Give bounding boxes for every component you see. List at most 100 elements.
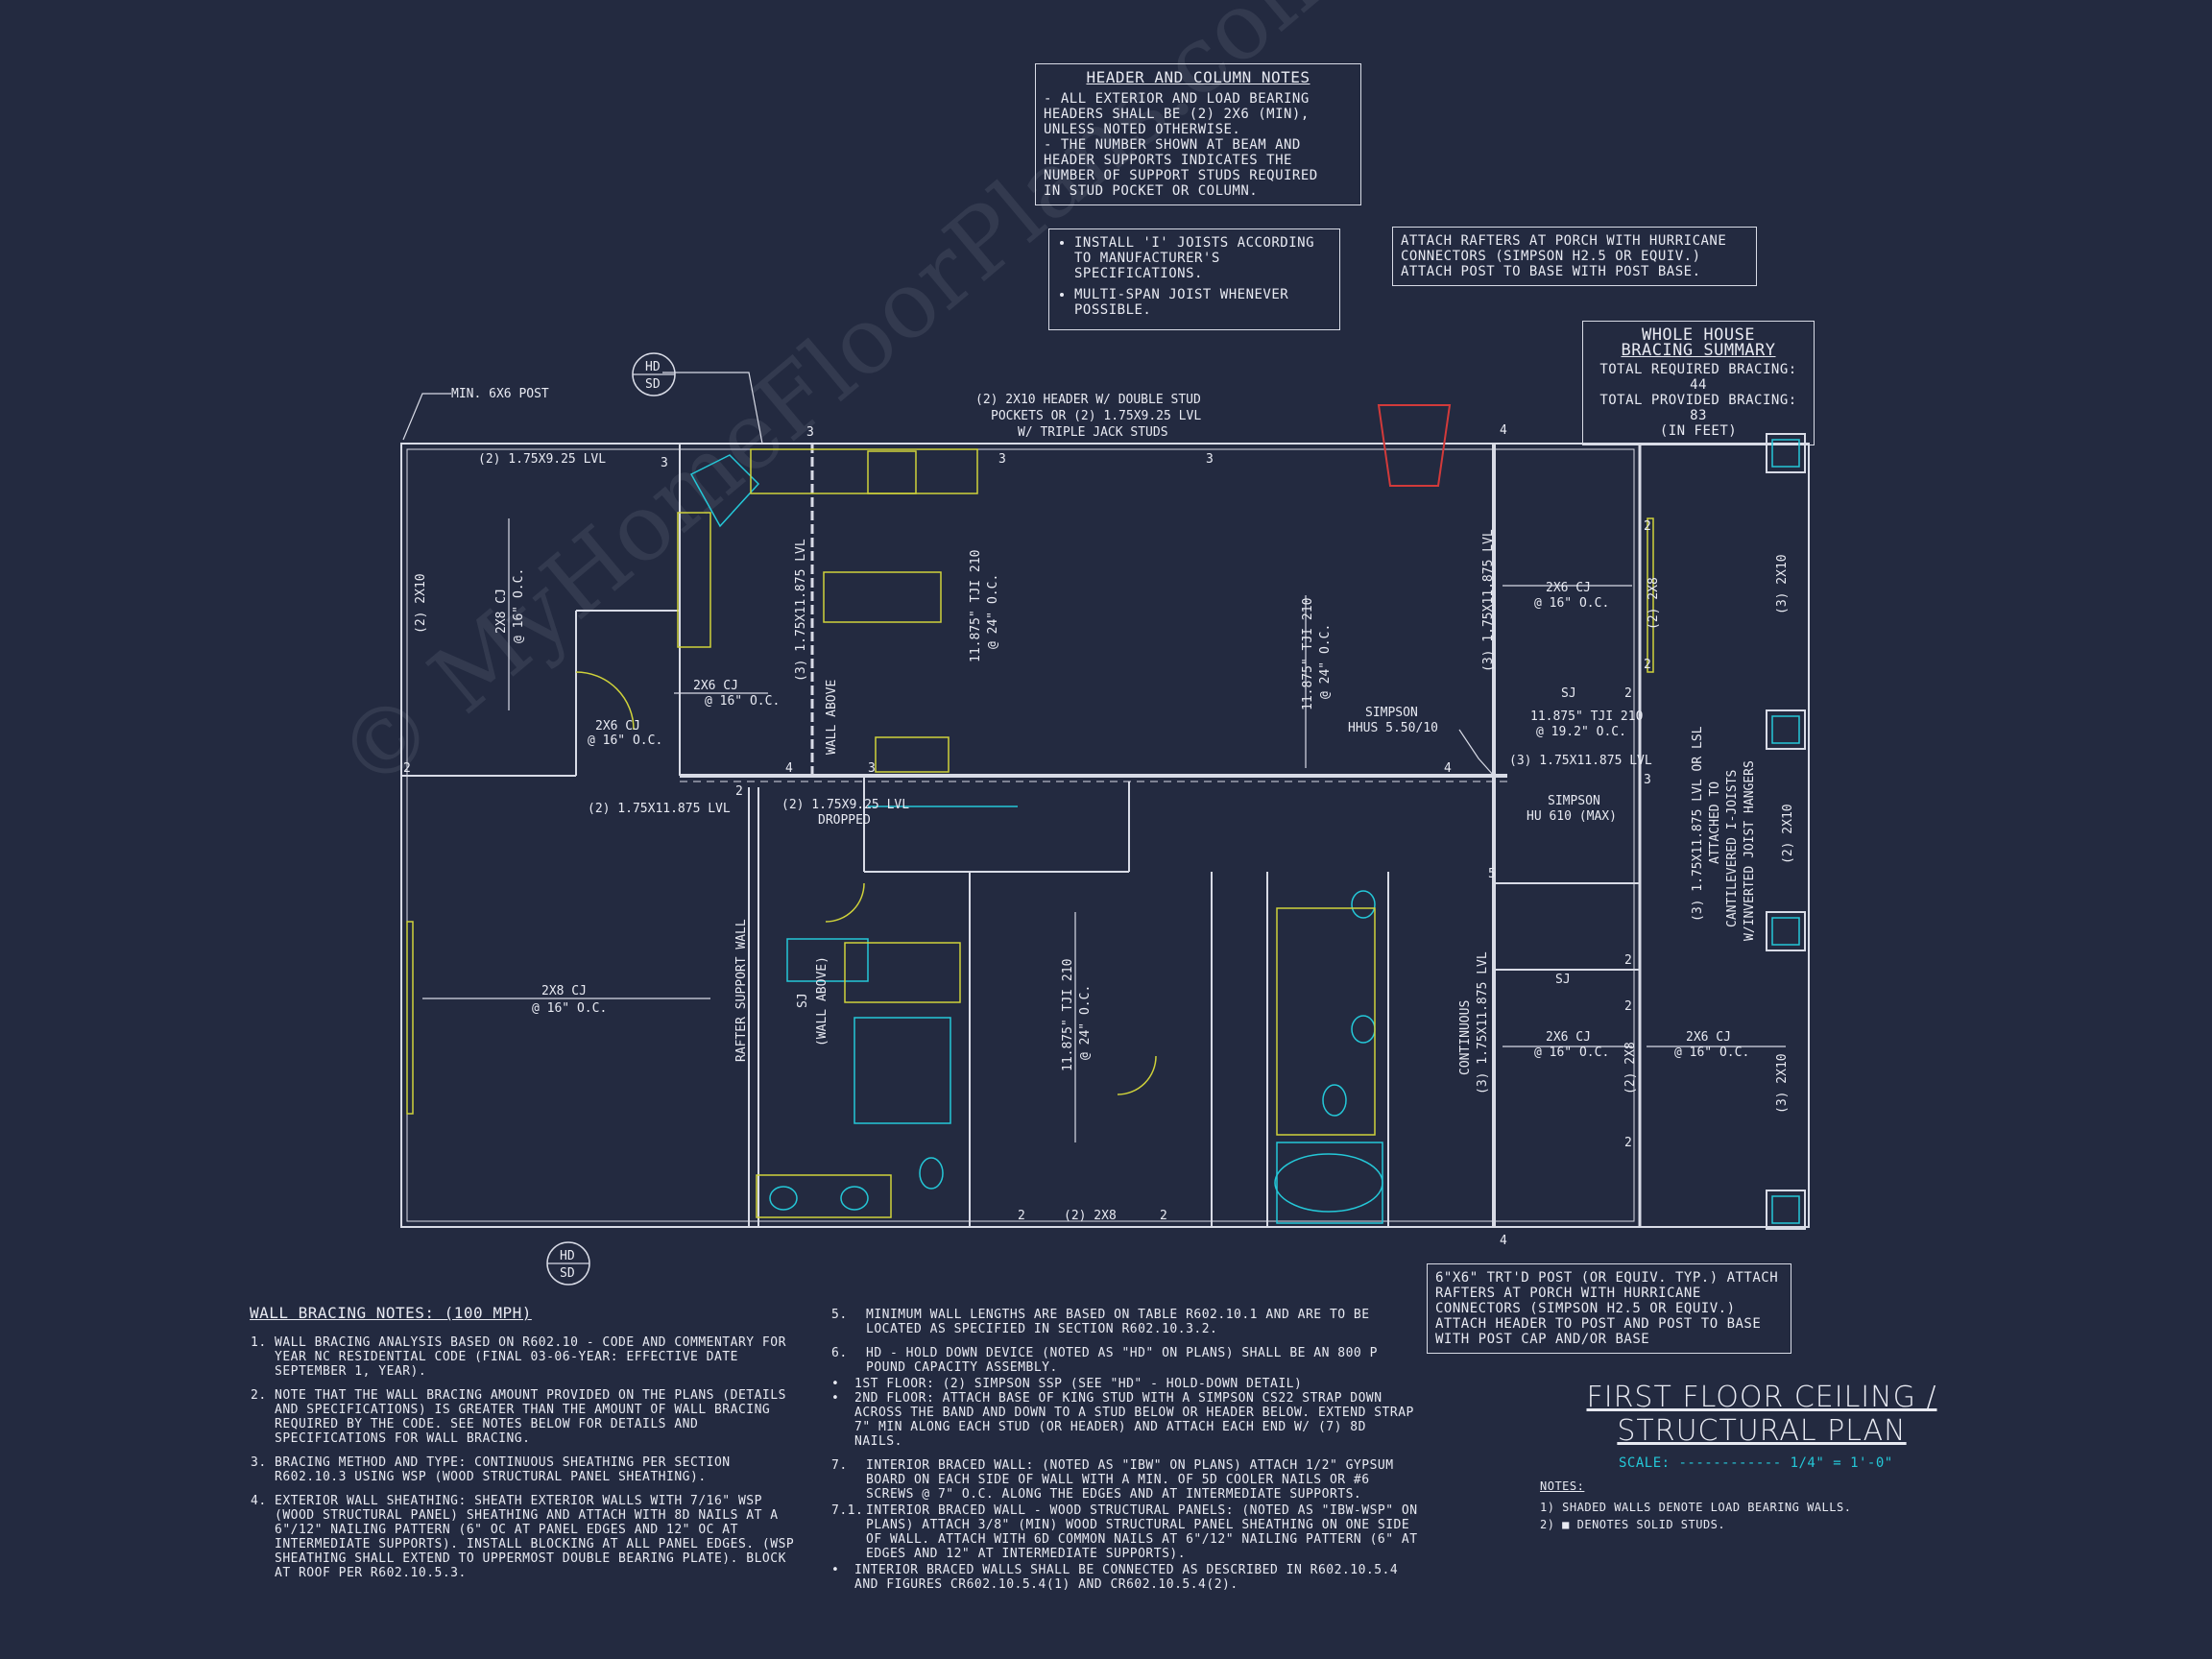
plan-label: 2x6 CJ <box>1546 581 1591 595</box>
door-swing <box>1117 1055 1157 1095</box>
wall-bracing-title: WALL BRACING NOTES: (100 MPH) <box>250 1304 532 1322</box>
plan-label: 2x6 CJ <box>595 719 640 733</box>
plan-label: 2x8 CJ <box>541 984 587 998</box>
plan-label: @ 24" O.C. <box>986 574 1000 649</box>
item-number: 7. <box>831 1458 848 1473</box>
stud-count: 4 <box>1444 761 1452 776</box>
column-base <box>1771 917 1800 946</box>
bracing-required: TOTAL REQUIRED BRACING: 44 <box>1599 362 1797 393</box>
plan-label: 2x6 CJ <box>693 679 738 693</box>
plan-label: @ 16" O.C. <box>512 568 526 643</box>
stud-count: 4 <box>1500 423 1507 438</box>
washer-dryer <box>786 938 869 982</box>
stud-count: 4 <box>1500 1234 1507 1248</box>
plan-label: @ 16" O.C. <box>1674 1046 1749 1060</box>
plan-label: @ 24" O.C. <box>1318 624 1333 699</box>
plan-label: (2) 2x10 <box>414 573 428 634</box>
plan-label: (WALL ABOVE) <box>815 956 830 1046</box>
stud-count: 3 <box>1206 452 1214 467</box>
sd-label: SD <box>560 1266 575 1281</box>
plan-label: MIN. 6x6 POST <box>451 387 549 401</box>
plan-label: DROPPED <box>818 813 871 828</box>
stud-count: 2 <box>1160 1209 1167 1223</box>
plan-label: (2) 2x10 <box>1781 804 1795 864</box>
joist-note: INSTALL 'I' JOISTS ACCORDING TO MANUFACT… <box>1074 235 1332 281</box>
plan-label: WALL ABOVE <box>825 680 839 755</box>
stud-count: 2 <box>1644 519 1651 534</box>
plan-label: 2x6 CJ <box>1546 1030 1591 1045</box>
plan-label: HU 610 (MAX) <box>1527 809 1617 824</box>
plan-label: RAFTER SUPPORT WALL <box>734 919 749 1062</box>
plan-label: 11.875" TJI 210 <box>969 550 983 662</box>
cooktop <box>867 450 917 494</box>
porch-column <box>1766 709 1806 750</box>
exterior-wall <box>400 443 1641 1228</box>
hc-line: UNLESS NOTED OTHERWISE. <box>1044 122 1241 137</box>
plan-label: (3) 1.75x11.875 LVL <box>1509 754 1652 768</box>
door-swing <box>825 882 865 923</box>
stud-count: 3 <box>1644 773 1651 787</box>
door-swing <box>575 671 635 731</box>
stud-count: 3 <box>868 761 876 776</box>
stair-top <box>875 736 950 773</box>
plan-label: SJ <box>796 993 810 1008</box>
plan-label: CONTINUOUS <box>1458 1000 1473 1075</box>
plan-label: (2) 2x10 HEADER W/ DOUBLE STUD <box>975 393 1201 407</box>
rafter-note: ATTACH RAFTERS AT PORCH WITH HURRICANE C… <box>1392 227 1757 286</box>
wall-bracing-item: INTERIOR BRACED WALL: (NOTED AS "IBW" ON… <box>866 1458 1394 1502</box>
kitchen-sink <box>689 454 760 528</box>
shower <box>854 1017 951 1124</box>
stud-count: 2 <box>1624 686 1632 701</box>
plan-label: (3) 2x10 <box>1775 554 1790 614</box>
vanity-counter <box>756 1174 892 1218</box>
notes-label: NOTES: <box>1540 1479 1585 1493</box>
hc-line: HEADERS SHALL BE (2) 2x6 (MIN), <box>1044 107 1310 122</box>
title-note: 2) ■ DENOTES SOLID STUDS. <box>1540 1518 1726 1531</box>
stud-count: 2 <box>1624 999 1632 1014</box>
plan-label: W/ TRIPLE JACK STUDS <box>1018 425 1168 440</box>
drawing-title-line1: FIRST FLOOR CEILING / <box>1586 1381 1937 1414</box>
drawing-title: FIRST FLOOR CEILING / STRUCTURAL PLAN <box>1575 1381 1949 1448</box>
column-base <box>1771 439 1800 468</box>
exterior-wall-inner <box>406 448 1635 1222</box>
wall-bracing-item: INTERIOR BRACED WALL - WOOD STRUCTURAL P… <box>866 1503 1418 1561</box>
hc-line: IN STUD POCKET OR COLUMN. <box>1044 183 1259 199</box>
wall-bracing-item: HD - HOLD DOWN DEVICE (NOTED AS "HD" ON … <box>866 1346 1378 1375</box>
plan-label: (3) 1.75x11.875 LVL OR LSL <box>1691 726 1705 922</box>
fireplace <box>1377 404 1452 487</box>
column-base <box>1771 1195 1800 1224</box>
plan-label: POCKETS OR (2) 1.75x9.25 LVL <box>991 409 1201 423</box>
bracing-summary-title: WHOLE HOUSE <box>1641 325 1756 345</box>
stud-count: 2 <box>735 784 743 799</box>
stud-count: 2 <box>1624 1136 1632 1150</box>
wall-bracing-item: BRACING METHOD AND TYPE: CONTINUOUS SHEA… <box>275 1455 797 1484</box>
plan-label: @ 16" O.C. <box>1534 1046 1609 1060</box>
plan-label: @ 16" O.C. <box>705 694 780 709</box>
plan-label: (2) 1.75x9.25 LVL <box>478 452 606 467</box>
kitchen-counter <box>750 448 978 494</box>
plan-label: 11.875" TJI 210 <box>1530 709 1643 724</box>
wall-bracing-bullet: 2ND FLOOR: ATTACH BASE OF KING STUD WITH… <box>854 1391 1414 1449</box>
hc-line: NUMBER OF SUPPORT STUDS REQUIRED <box>1044 168 1318 183</box>
bathtub <box>1274 1153 1383 1213</box>
porch-column <box>1766 911 1806 951</box>
stud-count: 2 <box>1018 1209 1025 1223</box>
drawing-scale: SCALE: ------------ 1/4" = 1'-0" <box>1619 1455 1893 1471</box>
plan-label: @ 16" O.C. <box>1534 596 1609 611</box>
stud-count: 5 <box>1488 867 1496 881</box>
stud-count: 3 <box>806 425 814 440</box>
toilet <box>1322 1084 1347 1117</box>
plan-label: (3) 1.75x11.875 LVL <box>1481 529 1496 672</box>
post-note: 6"x6" TRT'D POST (OR EQUIV. TYP.) ATTACH… <box>1427 1263 1791 1354</box>
column-base <box>1771 715 1800 744</box>
bracing-summary-subtitle: BRACING SUMMARY <box>1621 341 1776 360</box>
drawing-title-line2: STRUCTURAL PLAN <box>1617 1414 1907 1448</box>
plan-label: 11.875" TJI 210 <box>1301 598 1315 710</box>
bracing-summary: WHOLE HOUSE BRACING SUMMARY TOTAL REQUIR… <box>1582 321 1815 445</box>
tub-surround <box>1276 1142 1383 1224</box>
sink <box>1351 890 1376 919</box>
stud-count: 3 <box>661 456 668 470</box>
header-column-notes: HEADER AND COLUMN NOTES - ALL EXTERIOR A… <box>1035 63 1361 205</box>
leader-line <box>662 372 763 445</box>
